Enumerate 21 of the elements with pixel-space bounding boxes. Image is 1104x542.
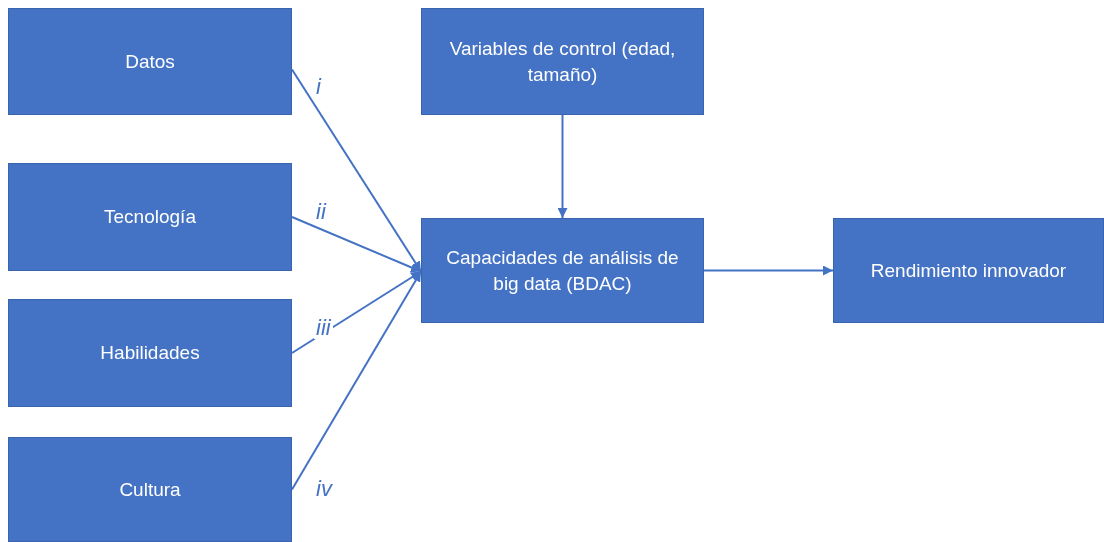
box-label: Habilidades xyxy=(100,341,200,366)
box-label: Rendimiento innovador xyxy=(870,258,1067,283)
process-box xyxy=(8,437,292,542)
box-label: Datos xyxy=(125,49,175,74)
box-label: Variables de control (edad, tamaño) xyxy=(448,36,677,87)
process-box xyxy=(8,299,292,407)
process-box xyxy=(8,8,292,115)
arrow xyxy=(291,270,422,354)
arrow xyxy=(703,265,834,276)
process-box xyxy=(833,218,1104,323)
box-label: Tecnología xyxy=(104,205,196,230)
arrow xyxy=(557,114,568,219)
box-label: Cultura xyxy=(119,477,181,502)
arrow xyxy=(291,270,422,491)
arrow xyxy=(291,68,422,273)
box-label: Capacidades de análisis de big data (BDAC) xyxy=(445,245,680,296)
arrow xyxy=(291,216,422,273)
process-box xyxy=(8,163,292,271)
process-box xyxy=(421,8,704,115)
process-box xyxy=(421,218,704,323)
edge-label: iii xyxy=(314,316,333,339)
